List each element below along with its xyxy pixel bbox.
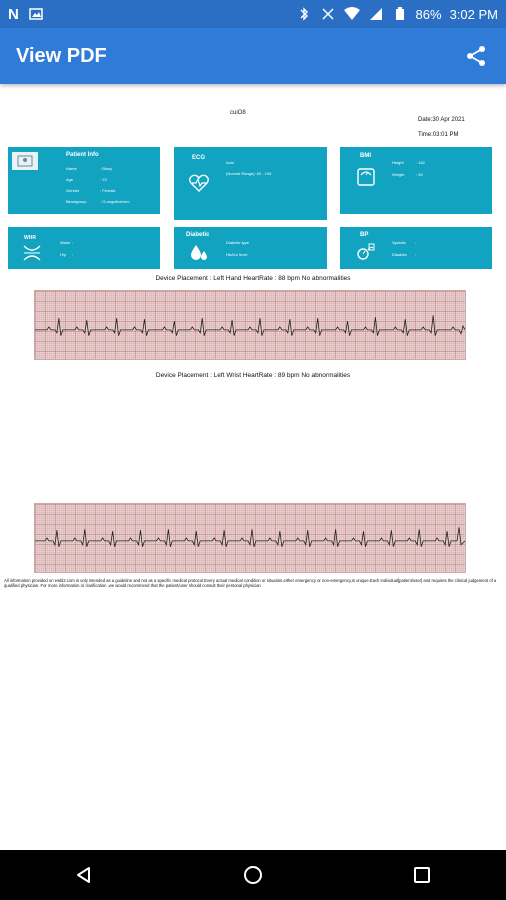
strip1-caption: Device Placement : Left Hand HeartRate :… <box>155 275 351 282</box>
wifi-icon <box>343 6 360 22</box>
report-date: Date:30 Apr 2021 <box>418 117 465 123</box>
status-bar: N 86% 3:02 PM <box>0 0 506 28</box>
bmi-card: BMI Height : 162 Weight : 55 <box>340 147 492 214</box>
ecg-card: ECG Avto (Normal Range): 60 - 100 <box>174 147 327 220</box>
diastolic-value: : <box>415 252 417 257</box>
patient-gender-label: Gender <box>66 188 80 193</box>
app-bar: View PDF <box>0 28 506 84</box>
bp-title: BP <box>360 232 369 238</box>
page-title: View PDF <box>16 44 107 67</box>
height-label: Height <box>392 160 404 165</box>
vibrate-icon <box>320 6 336 22</box>
waist-icon <box>20 243 44 263</box>
diabetic-card: Diabetic Diabetic type HbA1c level <box>174 227 327 269</box>
weight-value: : 55 <box>416 172 423 177</box>
hip-value: : <box>72 252 74 257</box>
scale-icon <box>356 167 376 187</box>
waist-label: Waist <box>60 240 70 245</box>
patient-info-title: Patient Info <box>66 152 99 158</box>
patient-name-value: : Bincy <box>100 166 113 171</box>
ecg-title: ECG <box>192 155 206 161</box>
blood-pressure-icon <box>354 241 376 263</box>
bluetooth-icon <box>296 6 312 22</box>
systolic-value: : <box>415 240 417 245</box>
systolic-label: Systolic <box>392 240 406 245</box>
ecg-line2: (Normal Range): 60 - 100 <box>226 171 272 176</box>
weight-label: Weight <box>392 172 405 177</box>
system-nav-bar <box>0 850 506 900</box>
hba1c-label: HbA1c level <box>226 252 248 257</box>
disclaimer-text: All information provided on ewbl2.com is… <box>4 578 497 589</box>
share-button[interactable] <box>462 42 490 70</box>
battery-percent: 86% <box>415 6 442 22</box>
share-icon <box>467 46 485 66</box>
whr-title: WHR <box>24 235 36 241</box>
back-button[interactable] <box>64 855 104 895</box>
document-title: cuiO8 <box>230 110 246 116</box>
back-triangle-icon <box>77 867 91 883</box>
ecg-strip-2 <box>34 503 466 573</box>
patient-info-card: Patient Info Name : Bincy Age : 23 Gende… <box>8 147 160 214</box>
patient-age-label: Age <box>66 177 74 182</box>
heartbeat-icon <box>188 172 210 194</box>
waist-value: : <box>72 240 74 245</box>
patient-bloodgroup-value: : O-negative/neo <box>100 199 130 204</box>
recents-square-icon <box>413 867 430 883</box>
signal-icon <box>368 6 384 22</box>
pdf-page[interactable]: cuiO8 Date:30 Apr 2021 Time:03:01 PM Pat… <box>0 90 506 850</box>
patient-gender-value: : Female <box>100 188 116 193</box>
recents-button[interactable] <box>402 855 442 895</box>
blood-drop-icon <box>188 242 210 264</box>
image-notification-icon <box>28 6 44 22</box>
ecg-strip-1 <box>34 290 466 360</box>
home-button[interactable] <box>233 855 273 895</box>
hip-label: Hip <box>60 252 67 257</box>
clock: 3:02 PM <box>449 6 498 22</box>
patient-avatar-icon <box>12 152 38 170</box>
diabetic-type-label: Diabetic type <box>226 240 250 245</box>
height-value: : 162 <box>416 160 425 165</box>
ecg-line1: Avto <box>226 160 234 165</box>
whr-card: WHR Waist : Hip : <box>8 227 160 269</box>
app-notification-icon: N <box>8 5 19 23</box>
bmi-title: BMI <box>360 153 371 159</box>
report-time: Time:03:01 PM <box>418 132 459 138</box>
battery-icon <box>392 6 408 22</box>
patient-bloodgroup-label: Bloodgroup <box>66 199 87 204</box>
patient-name-label: Name <box>66 166 77 171</box>
patient-age-value: : 23 <box>100 177 107 182</box>
diabetic-title: Diabetic <box>186 232 210 238</box>
strip2-caption: Device Placement : Left Wrist HeartRate … <box>155 372 351 379</box>
bp-card: BP Systolic : Diastolic : <box>340 227 492 269</box>
home-circle-icon <box>243 866 262 884</box>
diastolic-label: Diastolic <box>392 252 408 257</box>
